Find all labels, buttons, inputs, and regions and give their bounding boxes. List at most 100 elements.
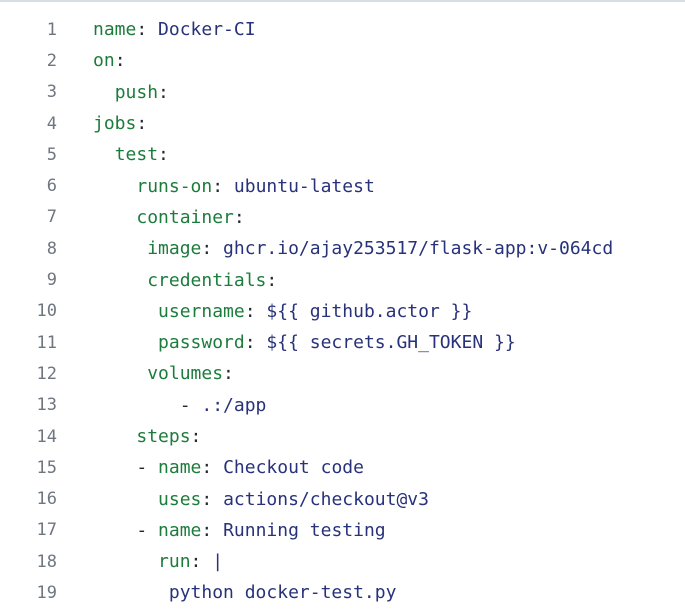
line-number[interactable]: 8 [46,238,57,259]
token-key: jobs [93,113,137,135]
code-line: 2 on: [0,45,685,76]
token-val: ${{ github.actor }} [255,300,473,322]
token-punct: - [93,457,159,479]
code-text: run: | [93,551,223,572]
line-number[interactable]: 15 [36,457,57,478]
code-line: 19 python docker-test.py [0,577,685,608]
code-line: 11 password: ${{ secrets.GH_TOKEN }} [0,327,685,358]
line-number[interactable]: 6 [46,176,57,197]
code-line: 15 - name: Checkout code [0,452,685,483]
token-punct [93,270,147,291]
code-line: 12 volumes: [0,358,685,389]
code-line: 6 runs-on: ubuntu-latest [0,170,685,201]
line-number[interactable]: 1 [46,19,57,40]
token-punct: : [136,113,148,135]
line-number[interactable]: 16 [36,489,57,510]
token-val: .:/app [201,394,267,416]
token-key: name [158,519,202,541]
code-text: container: [93,206,245,228]
code-text: test: [93,144,169,165]
code-text: credentials: [93,270,277,291]
line-number[interactable]: 9 [46,270,57,291]
token-punct [93,82,115,103]
code-text: python docker-test.py [93,582,397,603]
token-punct: : [233,206,245,228]
token-val: Running testing [212,519,386,541]
code-text: jobs: [93,113,147,134]
token-punct: : [223,363,234,385]
line-number[interactable]: 4 [46,113,57,134]
token-key: image [147,238,202,260]
code-line: 10 username: ${{ github.actor }} [0,296,685,327]
token-punct: : [244,332,256,354]
line-number[interactable]: 12 [36,363,57,384]
code-line: 18 run: | [0,546,685,577]
token-val: | [201,551,224,573]
token-punct: : [212,175,224,197]
code-text: runs-on: ubuntu-latest [93,175,375,197]
token-punct [93,332,158,353]
token-val: ghcr.io/ajay253517/flask-app:v-064cd [212,238,614,260]
code-line: 13 - .:/app [0,390,685,421]
token-punct: : [201,519,213,541]
token-punct [93,238,147,259]
token-val: ${{ secrets.GH_TOKEN }} [255,332,516,354]
token-punct [93,301,158,322]
token-punct [93,176,136,197]
line-number[interactable]: 10 [36,301,57,322]
token-punct: : [201,457,213,479]
line-number[interactable]: 11 [36,332,57,353]
token-key: password [158,332,245,354]
token-punct: : [136,19,148,41]
line-number[interactable]: 14 [36,426,57,447]
line-number[interactable]: 5 [46,144,57,165]
code-text: name: Docker-CI [93,19,256,40]
code-text: - .:/app [93,394,267,416]
token-punct: : [244,300,256,322]
code-line: 3 push: [0,77,685,108]
code-line: 7 container: [0,202,685,233]
code-text: uses: actions/checkout@v3 [93,489,429,510]
code-line: 8 image: ghcr.io/ajay253517/flask-app:v-… [0,233,685,264]
line-number[interactable]: 19 [36,582,57,603]
token-val: actions/checkout@v3 [212,488,429,510]
code-text: password: ${{ secrets.GH_TOKEN }} [93,332,516,353]
code-line: 5 test: [0,139,685,170]
token-key: runs-on [136,175,213,197]
code-text: username: ${{ github.actor }} [93,301,472,322]
code-text: on: [93,50,126,71]
token-val: Checkout code [212,457,364,479]
token-key: uses [158,488,202,510]
token-key: push [114,81,159,103]
code-text: volumes: [93,363,234,384]
token-punct [93,144,115,165]
line-number[interactable]: 7 [46,207,57,228]
line-number[interactable]: 13 [36,395,57,416]
code-text: image: ghcr.io/ajay253517/flask-app:v-06… [93,238,613,259]
token-key: name [158,457,202,479]
token-key: container [136,206,234,228]
line-number[interactable]: 18 [36,551,57,572]
token-key: on [93,50,115,72]
token-punct [93,207,136,228]
token-val: ubuntu-latest [223,175,375,197]
token-punct: - [93,394,202,416]
token-punct [93,551,158,572]
token-val: Docker-CI [147,19,256,41]
token-punct: : [158,81,169,103]
token-punct: : [190,426,202,447]
code-line: 16 uses: actions/checkout@v3 [0,483,685,514]
token-punct [93,489,158,510]
token-punct [93,363,147,384]
line-number[interactable]: 3 [46,82,57,103]
line-number[interactable]: 17 [36,520,57,541]
token-key: steps [136,426,191,447]
token-punct: : [190,551,202,573]
code-line: 14 steps: [0,421,685,452]
token-key: credentials [147,269,267,291]
token-key: run [158,551,191,573]
line-number[interactable]: 2 [46,50,57,71]
code-text: - name: Checkout code [93,457,364,478]
top-divider [0,0,685,2]
